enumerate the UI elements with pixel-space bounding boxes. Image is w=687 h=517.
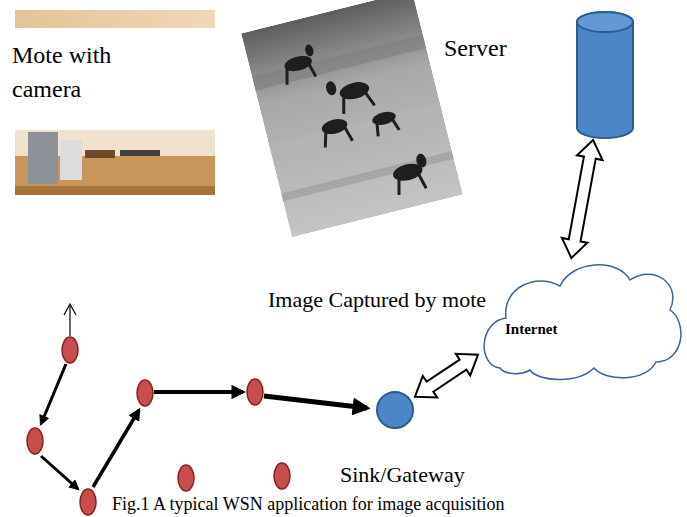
cylinder-body bbox=[577, 12, 633, 138]
image-label: Image Captured by mote bbox=[268, 283, 508, 317]
sink-label: Sink/Gateway bbox=[340, 462, 465, 488]
hollow-arrow bbox=[562, 140, 603, 258]
server-label: Server bbox=[440, 34, 511, 63]
circle-outline bbox=[377, 392, 413, 428]
sink-gateway: Sink/Gateway bbox=[375, 390, 415, 430]
circle-shape bbox=[375, 390, 415, 430]
internet-cloud: Internet bbox=[478, 258, 683, 383]
cloud-outline bbox=[484, 265, 681, 380]
sensor-mote bbox=[27, 337, 290, 515]
hollow-arrow bbox=[415, 354, 478, 398]
mote-caption-label: Mote with camera bbox=[12, 38, 162, 106]
cloud-shape bbox=[478, 258, 683, 383]
internet-label: Internet bbox=[505, 320, 558, 338]
cylinder-top bbox=[577, 12, 633, 32]
mote-chain bbox=[41, 304, 367, 489]
captured-image bbox=[241, 0, 463, 237]
mote-photo-top bbox=[15, 10, 215, 28]
figure-caption: Fig.1 A typical WSN application for imag… bbox=[110, 494, 507, 514]
mote-photo bbox=[15, 130, 215, 195]
server-database: Server bbox=[575, 10, 635, 140]
cylinder-shape bbox=[575, 10, 635, 140]
